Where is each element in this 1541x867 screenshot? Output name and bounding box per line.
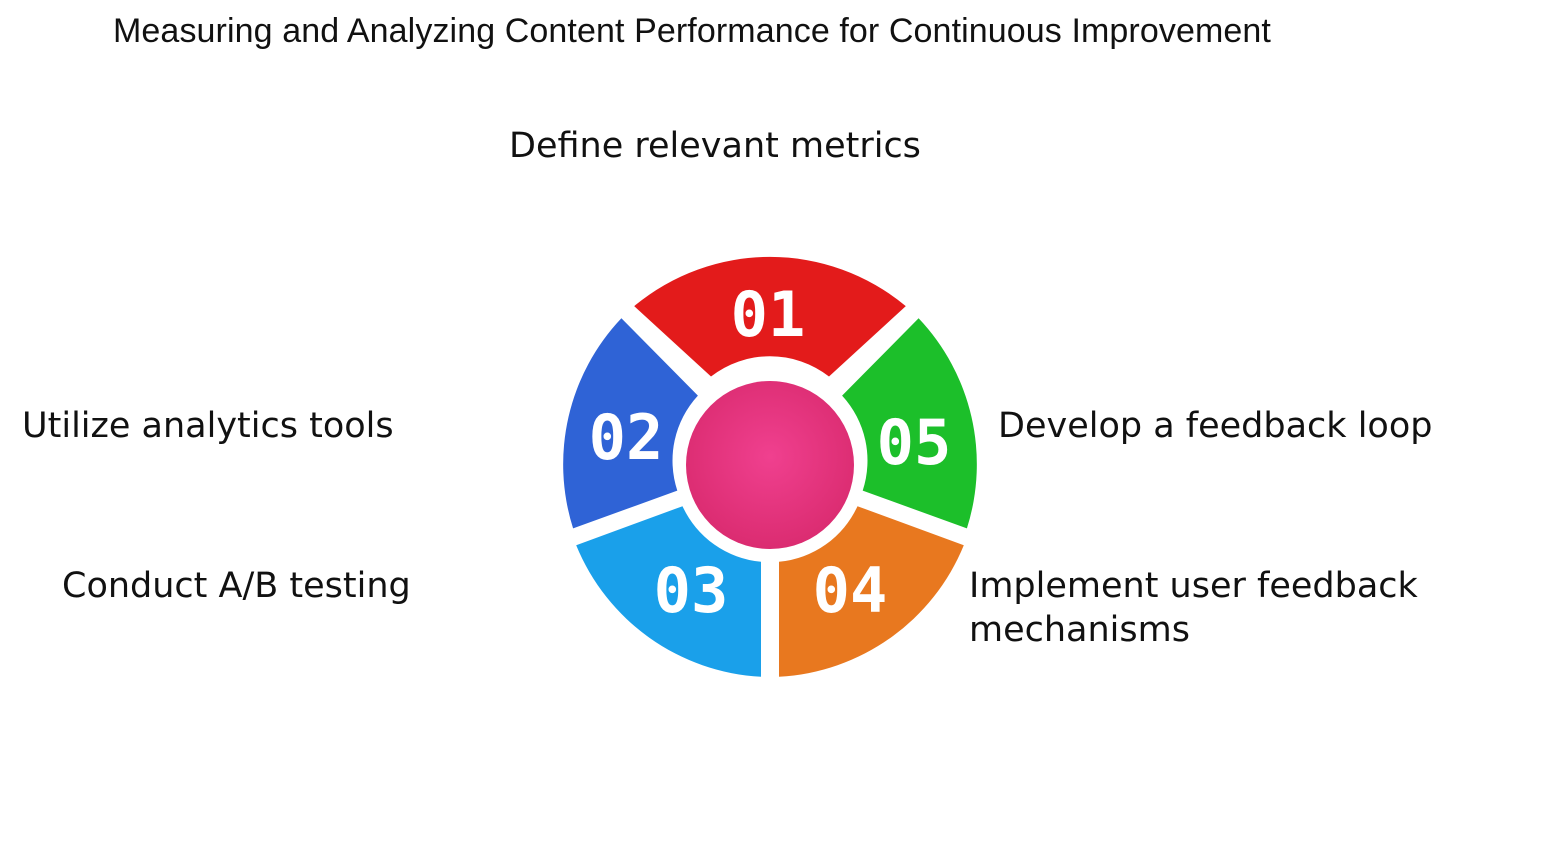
segment-01 bbox=[634, 256, 906, 377]
step-02-number: 02 bbox=[589, 401, 664, 474]
step-01-label: Define relevant metrics bbox=[509, 126, 921, 166]
step-02-label: Utilize analytics tools bbox=[22, 406, 394, 446]
step-04-label: Implement user feedback mechanisms bbox=[969, 566, 1418, 650]
diagram-title: Measuring and Analyzing Content Performa… bbox=[113, 12, 1271, 50]
step-04-number: 04 bbox=[813, 554, 888, 627]
step-05-number: 05 bbox=[877, 406, 952, 479]
center-circle bbox=[686, 381, 854, 549]
segment-03 bbox=[576, 506, 761, 677]
segment-05 bbox=[842, 318, 977, 529]
step-05-label: Develop a feedback loop bbox=[998, 406, 1433, 446]
step-03-label: Conduct A/B testing bbox=[62, 566, 411, 606]
segment-04 bbox=[779, 506, 964, 677]
step-01-number: 01 bbox=[731, 278, 806, 351]
step-03-number: 03 bbox=[654, 554, 729, 627]
segment-02 bbox=[563, 318, 698, 529]
